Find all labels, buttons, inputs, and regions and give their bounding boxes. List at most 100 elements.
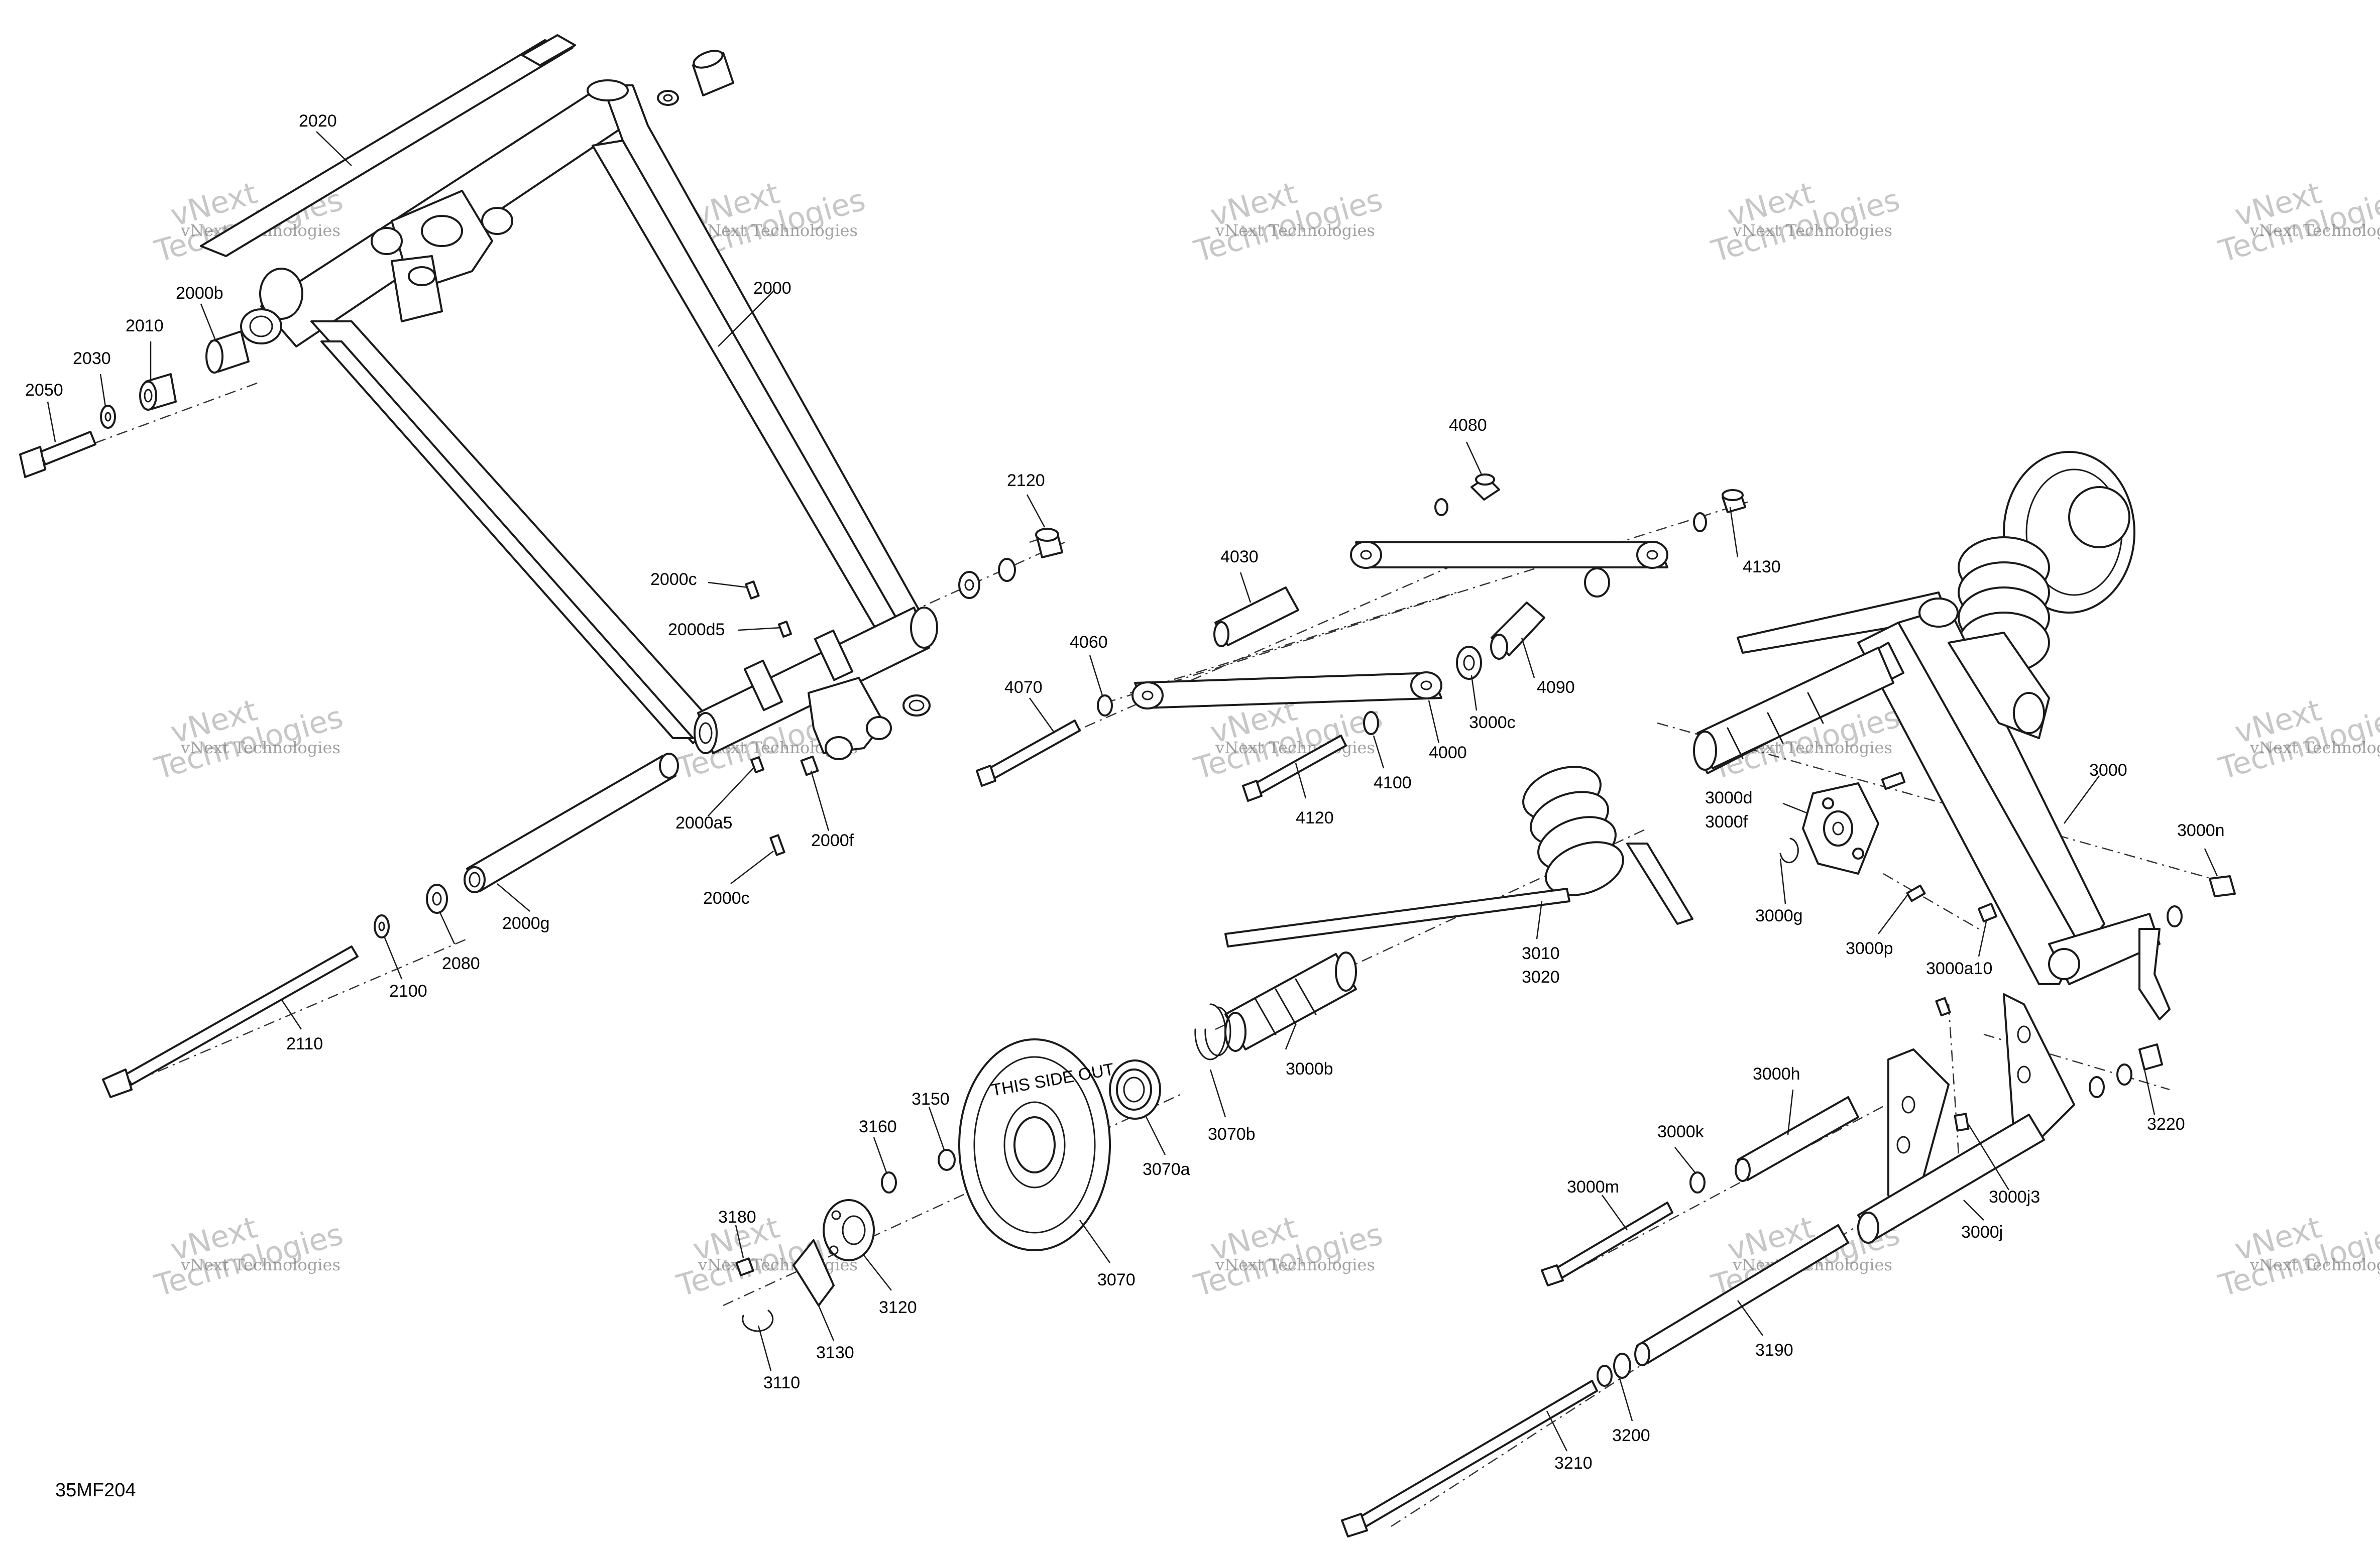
label-3000: 3000 xyxy=(2089,761,2127,780)
label-2000d5: 2000d5 xyxy=(668,620,725,639)
watermark-text: vNext Technologies xyxy=(1215,738,1375,757)
fitting-3000p xyxy=(1906,884,1951,1017)
label-3000c: 3000c xyxy=(1469,713,1516,732)
bolt-2110 xyxy=(102,945,359,1098)
bearing-3070a xyxy=(1109,1059,1161,1120)
washer-2080 xyxy=(426,884,448,914)
arm-frame-3000 xyxy=(1696,591,2171,1020)
watermark-text: vNext Technologies xyxy=(2249,1255,2380,1274)
label-3000d: 3000d xyxy=(1705,788,1753,807)
bolt-4070 xyxy=(976,720,1081,787)
link-assembly xyxy=(976,473,1746,802)
label-3010: 3010 xyxy=(1522,944,1560,963)
grease-fittings xyxy=(745,580,819,856)
label-4100: 4100 xyxy=(1374,773,1412,792)
sleeve-top xyxy=(657,50,734,106)
sleeve-upper-3000 xyxy=(1693,647,1894,771)
washer-4060 xyxy=(1097,694,1113,717)
label-3120: 3120 xyxy=(879,1298,917,1317)
watermark-text: vNext Technologies xyxy=(2249,221,2380,240)
label-3000a10: 3000a10 xyxy=(1926,959,1992,978)
label-3000j: 3000j xyxy=(1961,1223,2003,1242)
label-3000b: 3000b xyxy=(1286,1059,1333,1079)
spacer-2010 xyxy=(139,373,177,411)
label-2000c-lower: 2000c xyxy=(703,889,750,908)
torsion-spring-3010 xyxy=(1224,766,1693,947)
sleeve-4030 xyxy=(1213,586,1299,647)
washer-3200 xyxy=(1597,1353,1631,1387)
washer-2030 xyxy=(100,405,116,429)
label-2000g: 2000g xyxy=(502,914,550,933)
bracket-3000j xyxy=(1857,993,2075,1244)
washer-3000k xyxy=(1689,1171,1706,1194)
nut-3000n xyxy=(2167,875,2236,927)
label-3150: 3150 xyxy=(912,1090,950,1109)
label-2110: 2110 xyxy=(286,1034,323,1053)
label-3070a: 3070a xyxy=(1143,1160,1190,1179)
nut-4130 xyxy=(1693,489,1746,532)
label-2080: 2080 xyxy=(442,954,480,973)
nut-3220 xyxy=(2089,1043,2163,1098)
bolt-4120 xyxy=(1242,735,1347,802)
watermark-text: vNext Technologies xyxy=(180,1255,341,1274)
bushing-4090 xyxy=(1456,567,1610,680)
sleeve-3190 xyxy=(1634,1224,1849,1366)
bolt-2050 xyxy=(19,431,96,478)
label-3070b: 3070b xyxy=(1208,1125,1256,1144)
link-lower-4000 xyxy=(1131,671,1442,709)
label-3070: 3070 xyxy=(1097,1270,1136,1289)
label-4070: 4070 xyxy=(1004,678,1043,697)
tube-2000g xyxy=(464,753,679,893)
label-2000a5: 2000a5 xyxy=(675,813,732,833)
label-4120: 4120 xyxy=(1296,808,1334,827)
label-2010: 2010 xyxy=(126,316,164,335)
bolt-3210 xyxy=(1341,1380,1598,1537)
label-2000: 2000 xyxy=(753,279,791,298)
label-3000g: 3000g xyxy=(1755,906,1803,925)
label-2000f: 2000f xyxy=(811,831,854,850)
label-4000: 4000 xyxy=(1429,743,1467,762)
link-upper xyxy=(1350,541,1668,569)
nut-3000a10 xyxy=(1978,903,1997,922)
arm-frame-2000 xyxy=(240,79,938,760)
label-4080: 4080 xyxy=(1449,416,1487,435)
label-3130: 3130 xyxy=(816,1343,854,1362)
front-arm-assembly xyxy=(19,34,1063,1098)
label-4030: 4030 xyxy=(1220,547,1259,566)
label-2050: 2050 xyxy=(25,381,63,400)
shaft-2020 xyxy=(200,34,576,257)
clip-3110 xyxy=(742,1310,774,1332)
watermark-text: vNext Technologies xyxy=(698,221,858,240)
bushing-2000b xyxy=(205,330,250,374)
rear-arm-assembly: THIS SIDE OUT xyxy=(735,451,2236,1537)
shaft-3000h xyxy=(1735,1096,1859,1182)
nut-2120 xyxy=(958,528,1063,599)
label-3180: 3180 xyxy=(718,1208,756,1227)
label-3000p: 3000p xyxy=(1846,939,1893,958)
watermark-text: vNext Technologies xyxy=(698,1255,858,1274)
label-3000m: 3000m xyxy=(1567,1177,1619,1197)
label-3110: 3110 xyxy=(763,1373,800,1392)
bolt-3000m xyxy=(1541,1202,1673,1286)
label-2000b: 2000b xyxy=(176,284,223,303)
label-2030: 2030 xyxy=(73,349,111,368)
assembly-axes xyxy=(30,381,2230,1527)
label-3190: 3190 xyxy=(1755,1341,1793,1360)
label-2020: 2020 xyxy=(299,111,337,131)
label-3160: 3160 xyxy=(859,1117,897,1136)
circlip-3000g xyxy=(1779,838,1799,864)
idler-wheel-3070: THIS SIDE OUT xyxy=(958,1038,1115,1251)
label-3000f: 3000f xyxy=(1705,812,1748,832)
washer-2100 xyxy=(374,914,390,938)
watermark-text: vNext Technologies xyxy=(1215,1255,1375,1274)
watermark-text: vNext Technologies xyxy=(1732,221,1892,240)
label-2100: 2100 xyxy=(389,982,427,1001)
cam-block-3000d xyxy=(1802,771,1906,875)
watermark-text: vNext Technologies xyxy=(180,738,341,757)
label-3000k: 3000k xyxy=(1657,1122,1705,1141)
label-2000c: 2000c xyxy=(650,570,697,589)
fitting-3000j3 xyxy=(1954,1113,1970,1132)
nut-3150 xyxy=(881,1149,956,1194)
bolt-3180 xyxy=(735,1257,754,1276)
